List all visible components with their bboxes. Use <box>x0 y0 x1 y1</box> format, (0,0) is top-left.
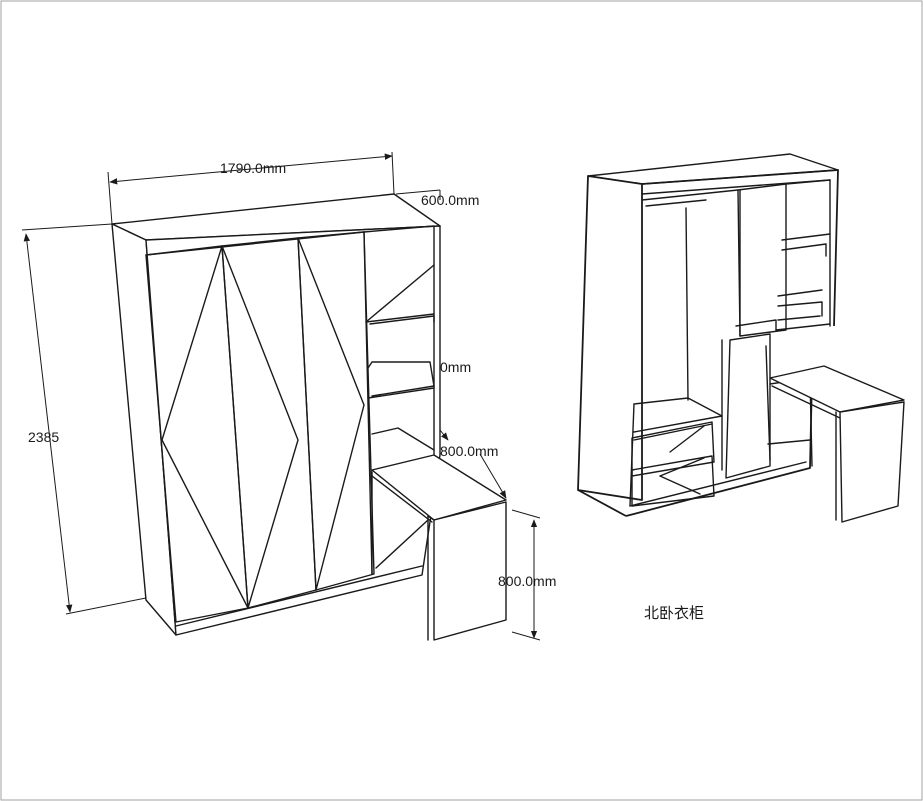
desk-extension <box>769 365 905 523</box>
middle-column <box>721 183 787 479</box>
dimension-lines <box>21 151 541 641</box>
depth-label: 600.0mm <box>421 192 479 208</box>
dimension-labels: 1790.0mm 600.0mm 2385 0mm 800.0mm 800.0m… <box>28 160 556 589</box>
drawers <box>631 421 715 507</box>
door-diamond-right <box>297 237 365 591</box>
height-label: 2385 <box>28 429 59 445</box>
wardrobe-closed <box>111 193 507 641</box>
desk-height-label: 800.0mm <box>498 573 556 589</box>
right-shelves <box>775 179 831 331</box>
width-label: 1790.0mm <box>220 160 286 176</box>
wardrobe-open <box>577 153 905 523</box>
drawing-caption: 北卧衣柜 <box>644 604 704 622</box>
hanging-section <box>629 189 739 507</box>
shelf-column <box>363 225 435 575</box>
wardrobe-doors <box>145 231 375 623</box>
door-diamond-left <box>161 245 299 609</box>
partial-dimension-label: 0mm <box>440 359 471 375</box>
pull-out-desk <box>371 454 507 641</box>
lower-cabinet <box>765 345 813 467</box>
desk-depth-label: 800.0mm <box>440 443 498 459</box>
